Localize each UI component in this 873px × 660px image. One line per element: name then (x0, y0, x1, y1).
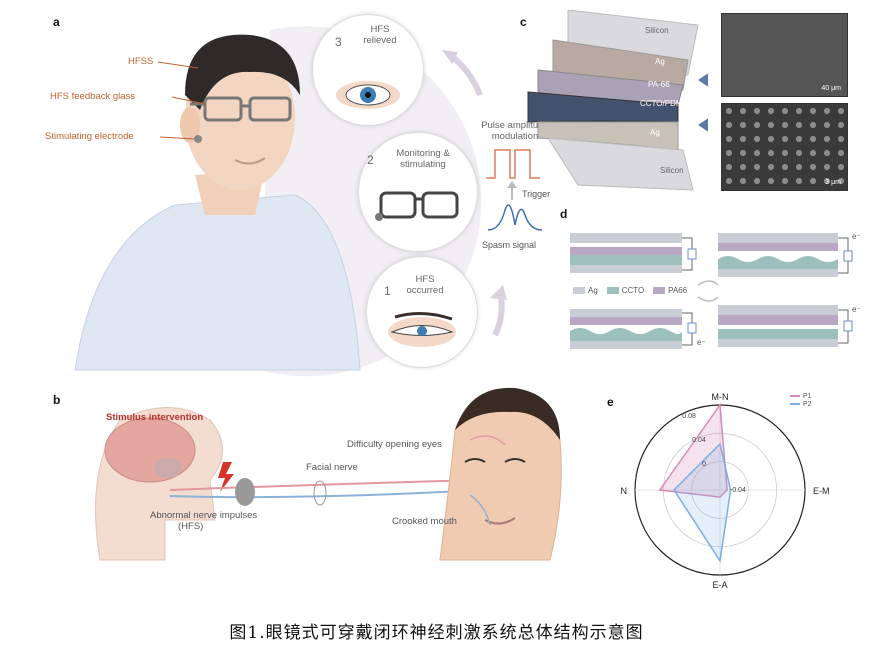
legend-p1-row: P1 (790, 393, 812, 401)
legend-ccto-swatch (606, 287, 619, 295)
legend-pa66-swatch (653, 287, 666, 295)
step-text-2-line1: Monitoring & (396, 148, 450, 159)
radar-tick-label-2: 0 (702, 461, 706, 468)
legend-p2-swatch (790, 403, 800, 406)
panel-d-legend: Ag CCTO PA66 (573, 286, 687, 295)
pulse-label-line2: modulation (491, 131, 539, 142)
step-text-1-line1: HFS (415, 274, 435, 285)
legend-p2: P2 (803, 401, 812, 408)
panel-e-letter: e (607, 395, 614, 409)
legend-p1: P1 (803, 393, 812, 400)
legend-p1-swatch (790, 395, 800, 398)
legend-ccto: CCTO (621, 286, 645, 295)
callout-feedback-glass: HFS feedback glass (50, 91, 136, 102)
step-circle-1 (366, 256, 478, 368)
scale-top: 40 μm (821, 85, 841, 92)
callout-hfss: HFSS (128, 56, 154, 67)
panel-d-letter: d (560, 207, 568, 221)
glasses-icon (375, 191, 459, 221)
layer-ccto-pdms: CCTO/PDMS (640, 99, 688, 108)
electron-label-2: e⁻ (697, 338, 706, 347)
spasm-eye-icon (388, 312, 456, 347)
radar-chart: M-N E-M E-A E-N 0.08 0.04 0 -0.04 (620, 392, 830, 590)
electron-label-3: e⁻ (852, 305, 861, 314)
radar-axis-label-e-a: E-A (712, 580, 727, 590)
stimulus-label: Stimulus intervention (106, 412, 204, 423)
radar-group: M-N E-M E-A E-N 0.08 0.04 0 -0.04 (620, 392, 830, 590)
sem-image-top: 40 μm (721, 13, 848, 97)
panel-c-letter: c (520, 15, 527, 29)
crooked-label: Crooked mouth (392, 516, 457, 527)
layer-silicon-top: Silicon (645, 26, 669, 35)
radar-tick-label-3: -0.04 (730, 487, 746, 494)
step-text-3-line1: HFS (370, 24, 390, 35)
radar-tick-label-0: 0.08 (682, 413, 696, 420)
abnormal-label-line2: (HFS) (178, 521, 204, 532)
electron-label-1: e⁻ (852, 232, 861, 241)
legend-p2-row: P2 (790, 401, 812, 409)
abnormal-label-line1: Abnormal nerve impulses (150, 510, 258, 521)
scale-bottom: 3 μm (825, 179, 841, 186)
layer-ag-top: Ag (655, 57, 665, 66)
radar-legend: P1 P2 (790, 393, 812, 409)
abnormal-label: Abnormal nerve impulses(HFS) (150, 510, 300, 532)
legend-ag: Ag (588, 286, 598, 295)
step-text-3-line2: relieved (363, 35, 397, 46)
trigger-label: Trigger (522, 189, 551, 199)
facial-nerve-label: Facial nerve (306, 462, 358, 473)
step-circle-3 (312, 14, 424, 126)
callout-electrode: Stimulating electrode (45, 131, 134, 142)
panel-b-letter: b (53, 393, 61, 407)
step-number-3: 3 (335, 35, 342, 49)
radar-tick-label-1: 0.04 (692, 437, 706, 444)
step-circle-2 (358, 132, 478, 252)
radar-axis-label-e-m: E-M (813, 486, 830, 496)
layer-pa66: PA-66 (648, 80, 670, 89)
figure-caption: 图1.眼镜式可穿戴闭环神经刺激系统总体结构示意图 (229, 623, 644, 643)
radar-axis-label-e-n: E-N (620, 486, 627, 496)
step-number-1: 1 (384, 284, 391, 298)
difficulty-label: Difficulty opening eyes (347, 439, 442, 450)
step-text-1-line2: occurred (406, 285, 444, 296)
spasm-label: Spasm signal (482, 240, 537, 250)
step-text-2-line2: stimulating (400, 159, 446, 170)
layer-ag-bottom: Ag (650, 128, 660, 137)
step-number-2: 2 (367, 153, 374, 167)
legend-ag-swatch (573, 287, 585, 295)
pulse-label-line1: Pulse amplitude (481, 120, 549, 131)
radar-axis-label-m-n: M-N (712, 392, 729, 402)
layer-silicon-bottom: Silicon (660, 166, 684, 175)
triboelectric-cycle-diagram (570, 233, 853, 349)
panel-a-letter: a (53, 15, 60, 29)
legend-pa66: PA66 (668, 286, 688, 295)
relieved-eye-icon (336, 81, 400, 109)
layer-stack-illustration (527, 10, 708, 191)
radar-series-p2 (673, 442, 732, 563)
sem-image-bottom: 3 μm (721, 103, 848, 191)
step-text-2: Monitoring &stimulating (383, 148, 463, 170)
